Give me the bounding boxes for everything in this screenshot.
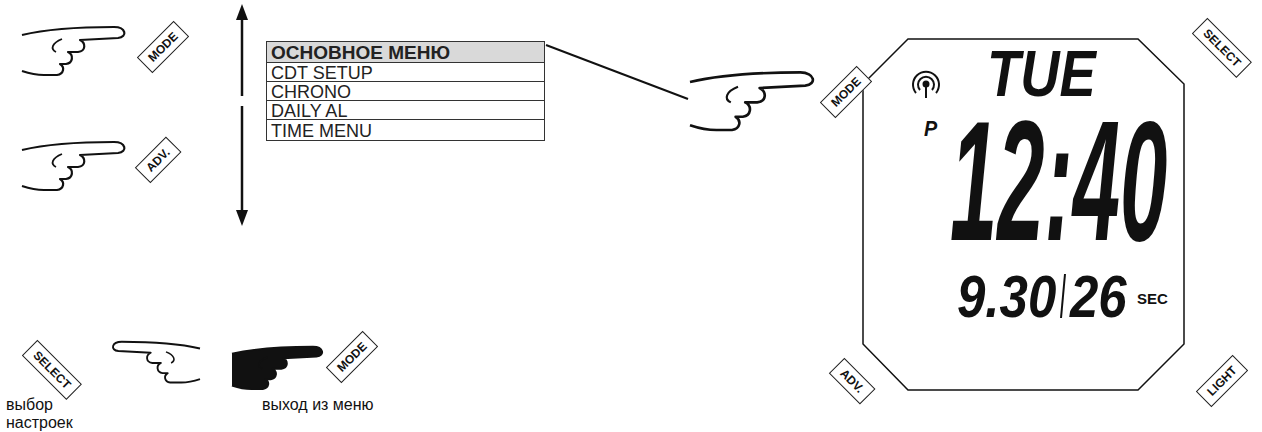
button-tag: MODE [137, 21, 189, 73]
menu-header: ОСНОВНОЕ МЕНЮ [266, 41, 545, 64]
button-tag: ADV. [135, 137, 181, 183]
signal-icon [913, 72, 939, 98]
menu-item: DAILY AL [266, 100, 545, 121]
menu-text: ОСНОВНОЕ МЕНЮ [271, 42, 450, 63]
pm-indicator: P [924, 118, 937, 140]
seconds-unit: SEC [1137, 291, 1168, 306]
seconds-display: 26 [1070, 267, 1127, 327]
separator [1061, 274, 1065, 318]
watch-face: TUEP12:409.3026SEC [862, 38, 1186, 392]
button-tag: SELECT [1192, 18, 1252, 78]
menu-item: TIME MENU [266, 119, 545, 141]
time-display: 12:40 [950, 96, 1167, 266]
black-hand [232, 347, 322, 389]
button-tag: MODE [326, 331, 378, 383]
button-tag: SELECT [22, 340, 82, 400]
up-down-arrows [236, 4, 248, 226]
note-text: выход из меню [262, 396, 402, 414]
menu-text: DAILY AL [271, 101, 347, 121]
menu-item: CDT SETUP [266, 62, 545, 83]
date-display: 9.30 [957, 267, 1056, 327]
menu-text: TIME MENU [271, 121, 372, 141]
button-tag: ADV. [829, 358, 875, 404]
menu-text: CHRONO [271, 82, 351, 102]
hand [22, 27, 813, 383]
leader-line [546, 45, 688, 99]
note-text: выбор настроек [6, 396, 86, 432]
button-tag: LIGHT [1196, 355, 1248, 407]
menu-item: CHRONO [266, 81, 545, 102]
menu-text: CDT SETUP [271, 63, 373, 83]
